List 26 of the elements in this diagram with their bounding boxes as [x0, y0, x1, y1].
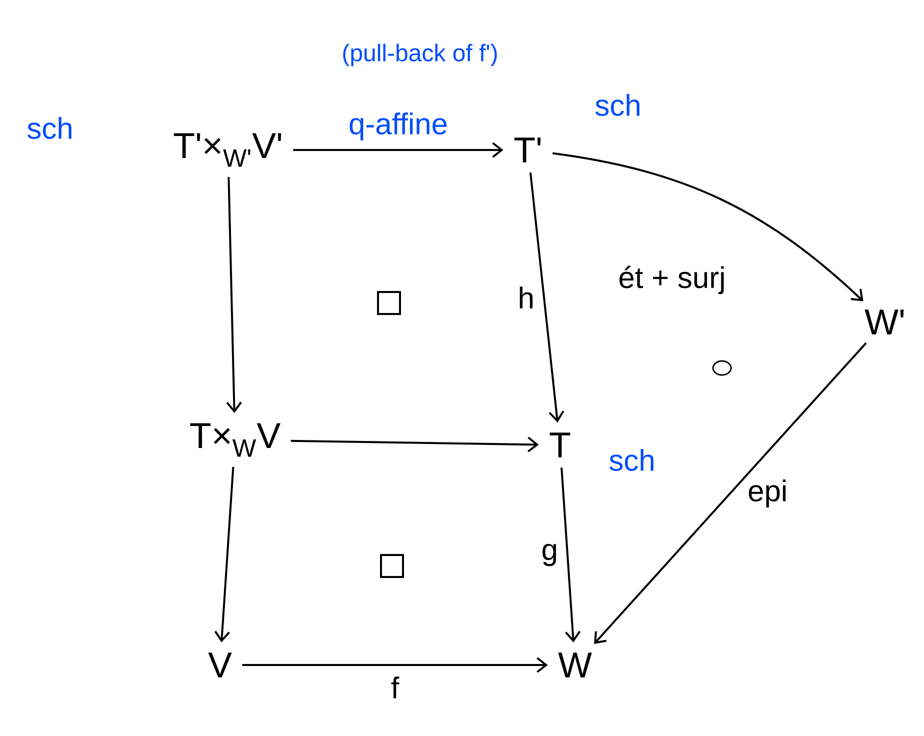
arrow — [594, 342, 867, 644]
arrow — [552, 152, 864, 302]
edge-label: q-affine — [350, 112, 447, 140]
object-label: V — [208, 652, 232, 678]
arrow — [214, 466, 234, 642]
object-label: T — [550, 432, 570, 458]
annotation: sch — [28, 116, 72, 140]
arrow — [226, 176, 242, 414]
object-label: T' — [514, 138, 541, 162]
annotation: sch — [610, 448, 654, 472]
edge-label: h — [520, 286, 533, 308]
object-label: W' — [864, 310, 904, 334]
arrow — [529, 172, 564, 422]
arrow — [560, 468, 581, 642]
annotation: ét + surj — [620, 266, 724, 294]
arrow — [242, 657, 548, 673]
arrow — [293, 142, 504, 158]
annotation: (pull-back of f') — [343, 44, 497, 66]
arrow — [290, 436, 539, 452]
object-label: T'×$_{W'}$V' — [174, 133, 282, 167]
annotation: sch — [596, 94, 640, 116]
edge-label: epi — [748, 480, 786, 508]
edge-label: f — [391, 676, 400, 698]
object-label: W — [558, 652, 592, 678]
object-label: T×$_{W}$V — [190, 423, 280, 457]
edge-label: g — [542, 544, 556, 566]
